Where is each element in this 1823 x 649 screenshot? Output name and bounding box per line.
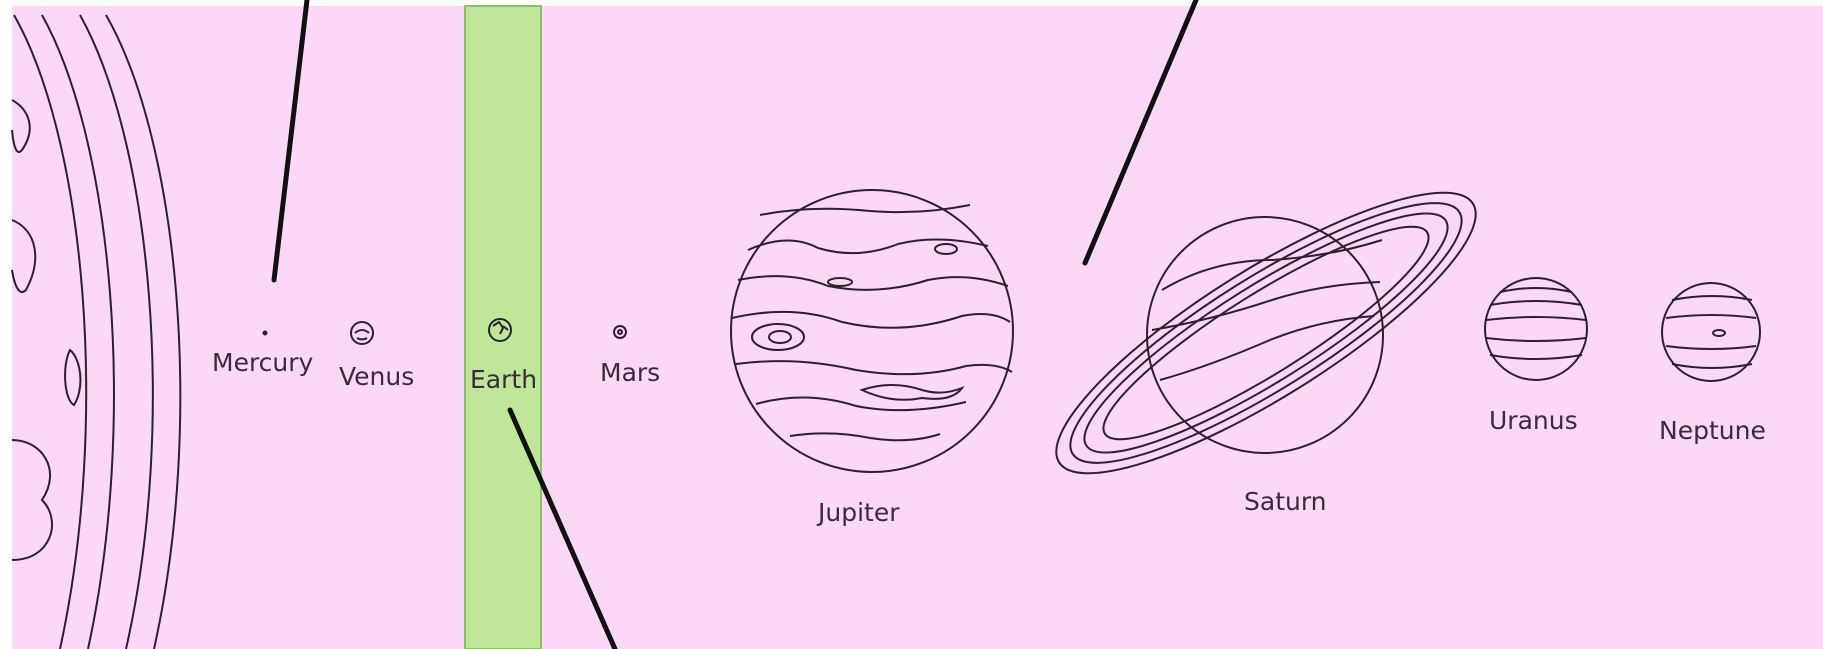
planet-label-neptune: Neptune [1659, 418, 1766, 443]
mercury-icon [263, 331, 268, 336]
planet-label-jupiter: Jupiter [818, 500, 900, 525]
planet-label-saturn: Saturn [1244, 489, 1327, 514]
planet-label-mars: Mars [600, 360, 660, 385]
planet-label-earth: Earth [470, 367, 537, 392]
planet-label-venus: Venus [339, 364, 414, 389]
planet-label-mercury: Mercury [212, 350, 313, 375]
planet-label-uranus: Uranus [1489, 408, 1578, 433]
diagram-background [12, 6, 1823, 649]
